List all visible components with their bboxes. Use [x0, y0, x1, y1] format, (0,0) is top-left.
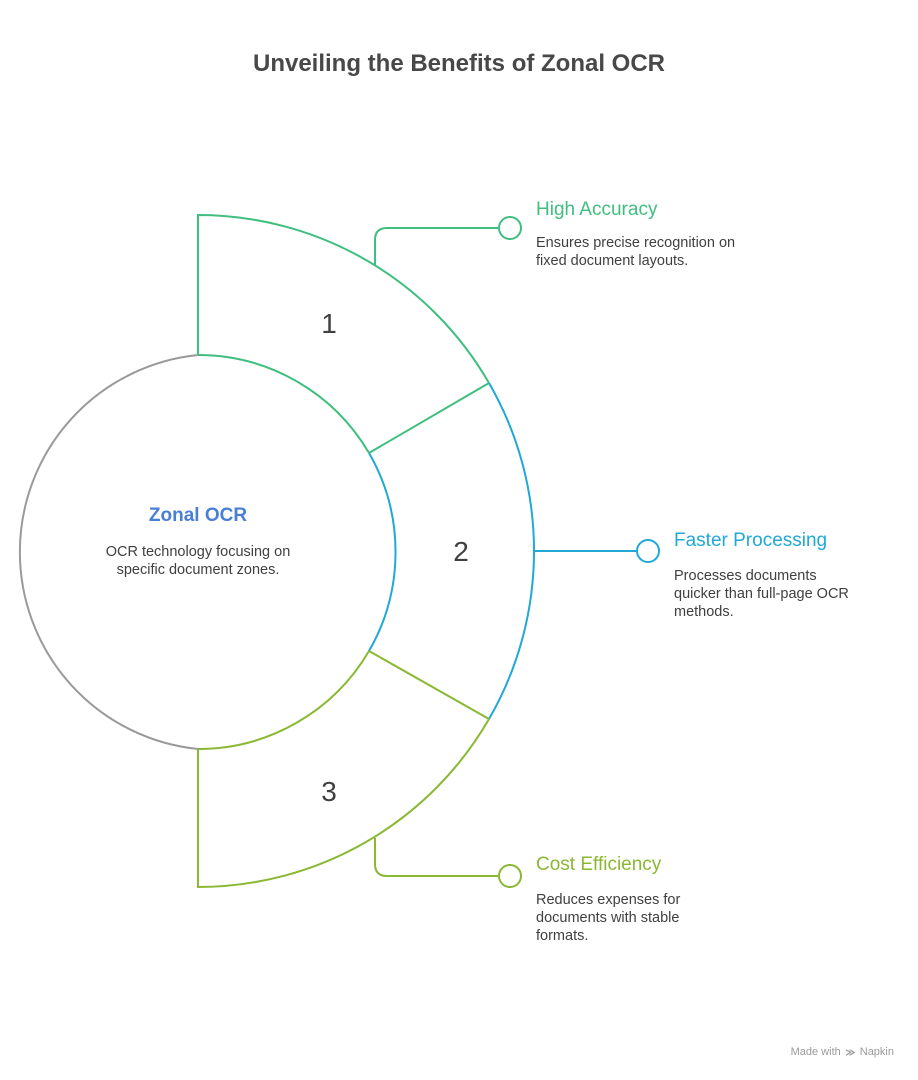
segment-1-shape [197, 213, 490, 454]
benefit-3-title: Cost Efficiency [536, 854, 662, 875]
segment-2-number: 2 [453, 536, 469, 567]
footer-credit: Made with Napkin [791, 1046, 894, 1058]
benefit-3-description: Reduces expenses for documents with stab… [536, 892, 681, 944]
benefit-1-title: High Accuracy [536, 199, 658, 220]
benefit-1-description: Ensures precise recognition on fixed doc… [536, 235, 736, 269]
connector-1 [374, 216, 522, 266]
segment-3-number: 3 [321, 776, 337, 807]
segment-1-number: 1 [321, 308, 337, 339]
connector-3 [374, 838, 522, 888]
center-description: OCR technology focusing on specific docu… [105, 544, 291, 578]
diagram-title: Unveiling the Benefits of Zonal OCR [252, 50, 666, 77]
napkin-brand[interactable]: Napkin [859, 1046, 894, 1058]
benefit-2-title: Faster Processing [674, 530, 828, 551]
center-circle-outline [18, 354, 199, 750]
napkin-icon [845, 1048, 856, 1056]
connector-2 [534, 539, 660, 563]
made-with-label: Made with [790, 1046, 841, 1058]
benefit-2-description: Processes documents quicker than full-pa… [674, 568, 849, 620]
segment-3-shape [197, 650, 490, 889]
center-title: Zonal OCR [148, 505, 248, 526]
